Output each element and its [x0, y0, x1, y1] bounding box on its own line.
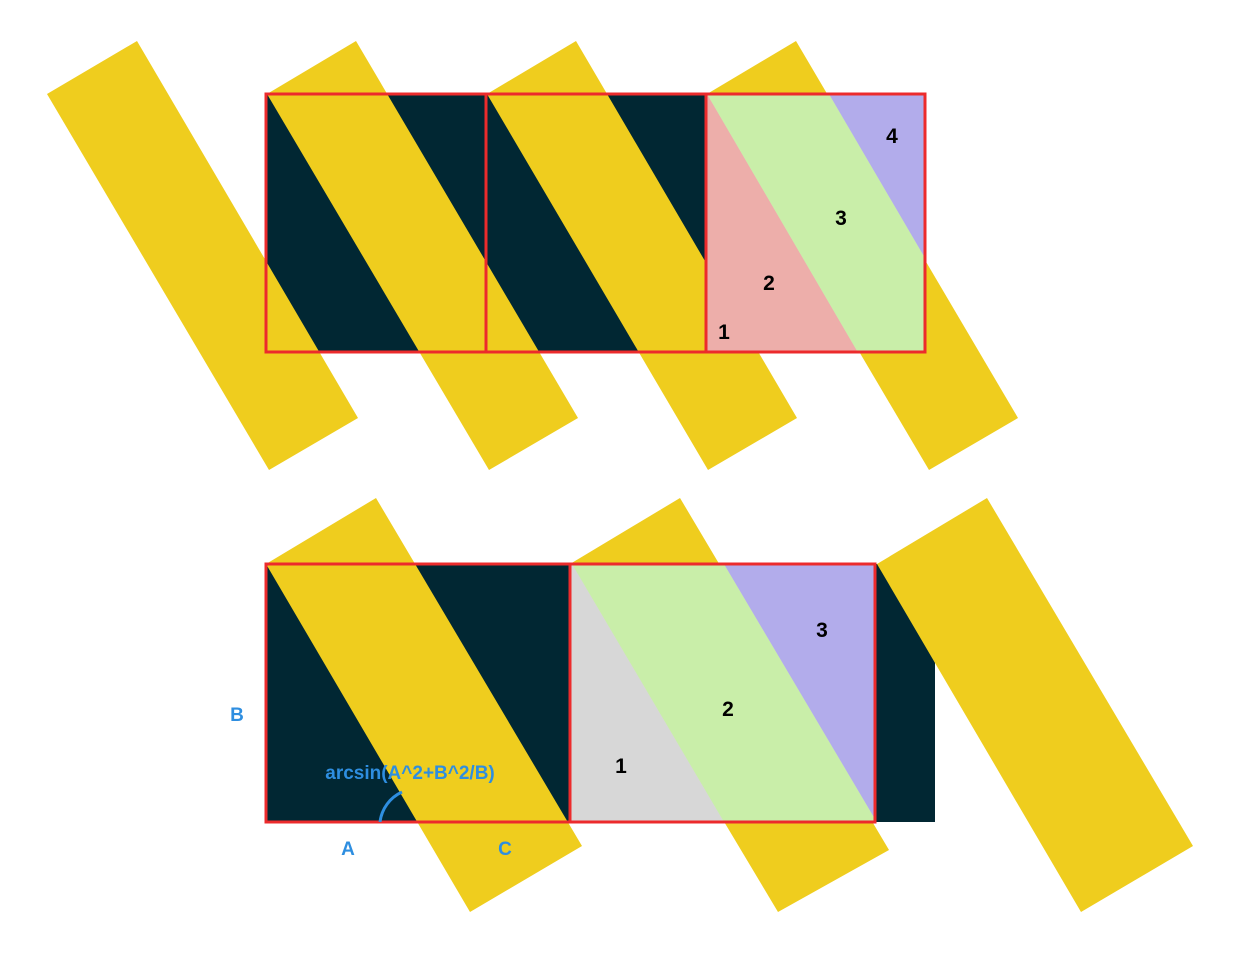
top-region-label-3: 3: [835, 207, 847, 230]
bottom-tile2-regions: [570, 564, 875, 822]
top-region-label-2: 2: [763, 272, 775, 295]
top-region-label-4: 4: [886, 125, 898, 148]
top-diagram: 1 2 3 4: [47, 41, 1018, 470]
bottom-tile-frame-2: [568, 562, 877, 824]
top-region-4: [829, 94, 925, 258]
side-label-c: C: [498, 839, 512, 860]
bottom-region-2: [572, 564, 875, 822]
side-label-b: B: [230, 705, 244, 726]
top-region-label-1: 1: [718, 321, 730, 344]
top-yellow-stripe-2: [267, 41, 578, 470]
angle-arc: [378, 790, 403, 823]
top-yellow-stripe-3: [487, 41, 797, 470]
bottom-yellow-stripe-3: [877, 498, 1193, 912]
bottom-region-3: [724, 564, 875, 819]
side-label-a: A: [341, 839, 355, 860]
bottom-region-label-2: 2: [722, 698, 734, 721]
angle-formula-label: arcsin(A^2+B^2/B): [325, 763, 495, 784]
bottom-diagram: 1 2 3 B A C arcsin(A^2+B^2/B): [230, 498, 1193, 912]
bottom-region-label-1: 1: [615, 755, 627, 778]
top-region-2c: [706, 94, 858, 352]
top-tile-frame-3: [704, 92, 927, 354]
top-region-3: [707, 94, 925, 352]
bottom-region-label-3: 3: [816, 619, 828, 642]
bottom-yellow-stripe-1: [266, 498, 582, 912]
top-tile3-overlay: [706, 94, 925, 352]
top-yellow-stripe-1: [47, 41, 358, 470]
